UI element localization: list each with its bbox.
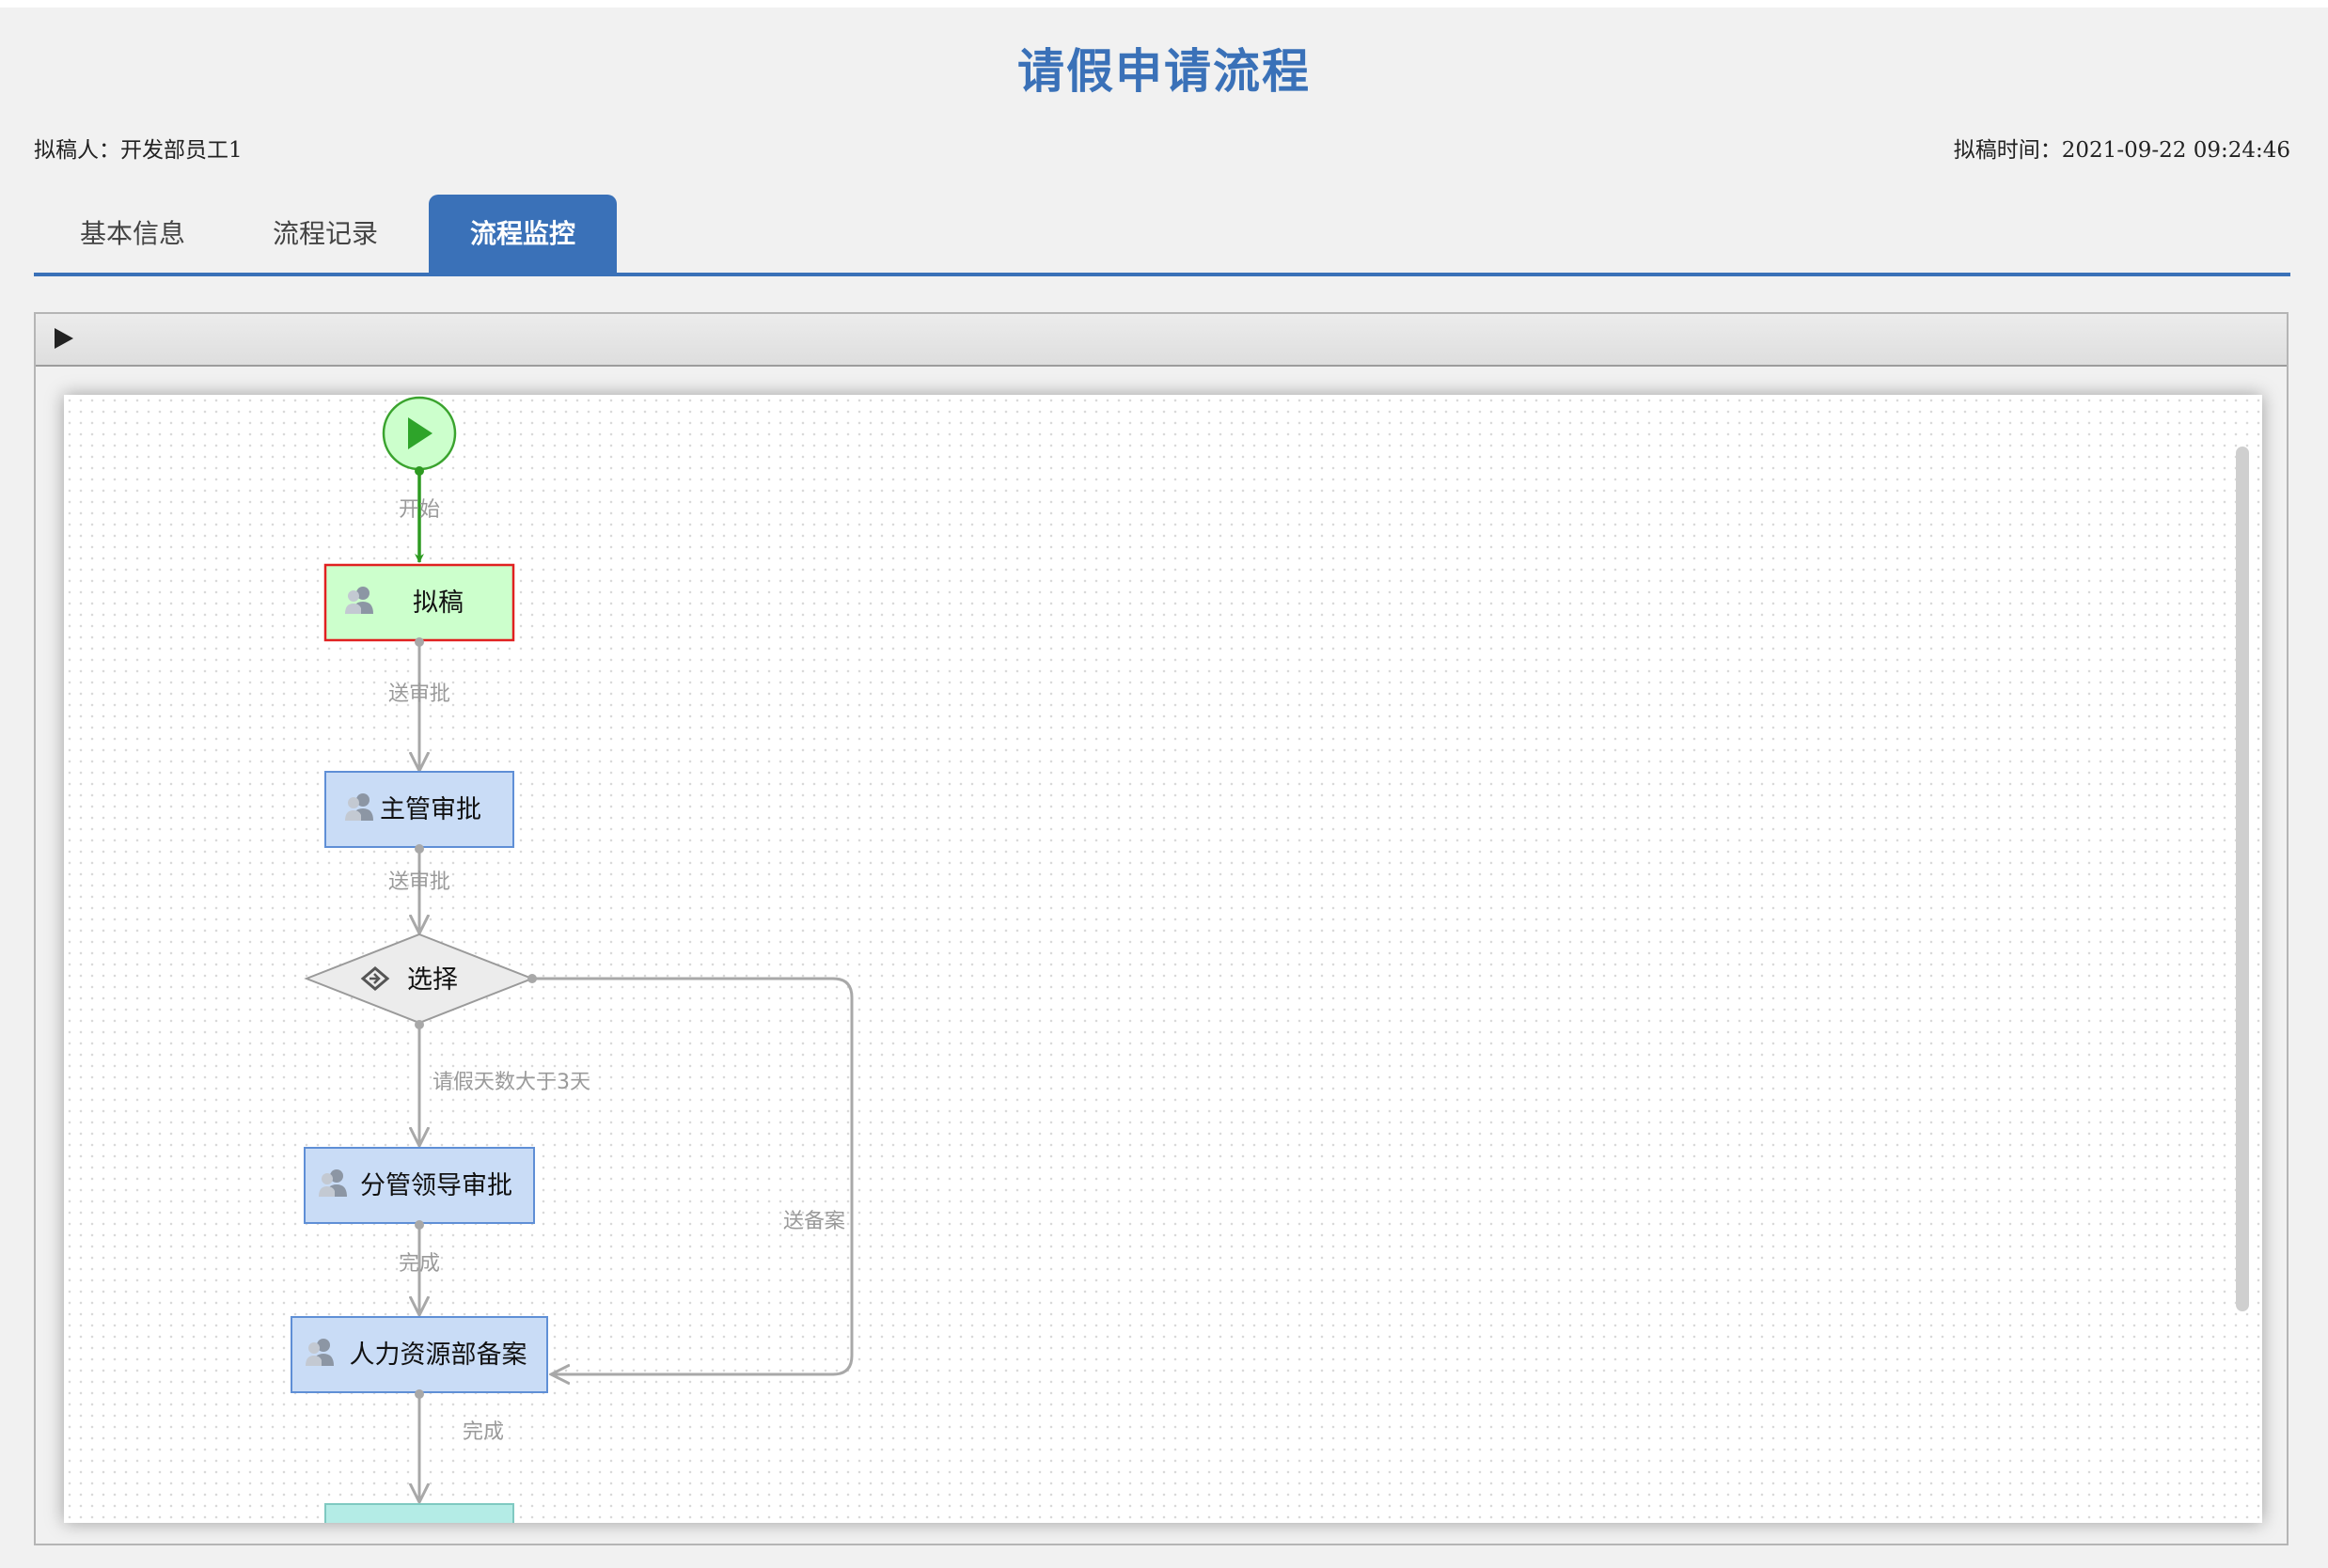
canvas-scrollbar[interactable] [2236,447,2249,1311]
flow-canvas: 开始 拟稿 送审批 [64,395,2262,1523]
tab-basic-info[interactable]: 基本信息 [79,218,185,249]
drafter-value: 开发部员工1 [120,138,243,163]
play-triangle-icon[interactable] [55,328,73,349]
edge-label: 送备案 [783,1210,845,1233]
draft-time-label: 拟稿时间： [1953,138,2062,163]
flow-diagram: 开始 拟稿 送审批 [291,396,854,1523]
node-label: 分管领导审批 [360,1171,512,1200]
start-event[interactable] [382,396,457,471]
node-leader-approval[interactable]: 分管领导审批 [304,1147,535,1224]
drafter-label: 拟稿人： [34,138,120,163]
drafter-info: 拟稿人：开发部员工1 [34,132,243,164]
node-draft[interactable]: 拟稿 [323,563,515,642]
node-end[interactable] [324,1503,514,1523]
edge-supervisor-to-choice: 送审批 [388,844,450,933]
gateway-choice[interactable]: 选择 [304,933,535,1025]
edge-label: 请假天数大于3天 [433,1071,590,1094]
tab-flow-monitor[interactable]: 流程监控 [429,195,617,273]
edge-hr-to-end: 完成 [415,1389,504,1502]
node-label: 选择 [407,965,458,995]
node-supervisor-approval[interactable]: 主管审批 [324,771,514,848]
edge-label: 完成 [463,1420,504,1444]
edge-leader-to-hr: 完成 [399,1220,440,1315]
edge-label: 完成 [399,1252,440,1276]
user-group-icon [319,1169,347,1197]
draft-time-value: 2021-09-22 09:24:46 [2061,138,2290,163]
page-title: 请假申请流程 [1017,43,1311,99]
user-group-icon [345,587,373,614]
panel-toolbar [36,314,2287,367]
edge-label: 送审批 [388,682,450,706]
edge-draft-to-supervisor: 送审批 [388,637,450,771]
edge-label: 送审批 [388,870,450,894]
node-hr-filing[interactable]: 人力资源部备案 [291,1316,548,1393]
edge-start-to-draft: 开始 [399,466,440,563]
user-group-icon [345,793,373,821]
edge-choice-to-hr: 送备案 [527,974,854,1374]
tab-bar: 基本信息 流程记录 流程监控 [34,195,2290,276]
start-event-play-icon [408,417,433,449]
top-strip [0,0,2328,8]
tab-flow-records[interactable]: 流程记录 [272,218,378,249]
edge-choice-to-leader: 请假天数大于3天 [415,1020,590,1146]
gateway-route-icon [360,966,390,991]
edge-label: 开始 [399,498,440,522]
node-label: 人力资源部备案 [350,1341,527,1370]
node-label: 主管审批 [380,795,481,824]
draft-time-info: 拟稿时间：2021-09-22 09:24:46 [1954,132,2290,164]
node-label: 拟稿 [413,588,464,618]
flow-monitor-panel: 开始 拟稿 送审批 [34,312,2289,1545]
user-group-icon [306,1339,334,1366]
